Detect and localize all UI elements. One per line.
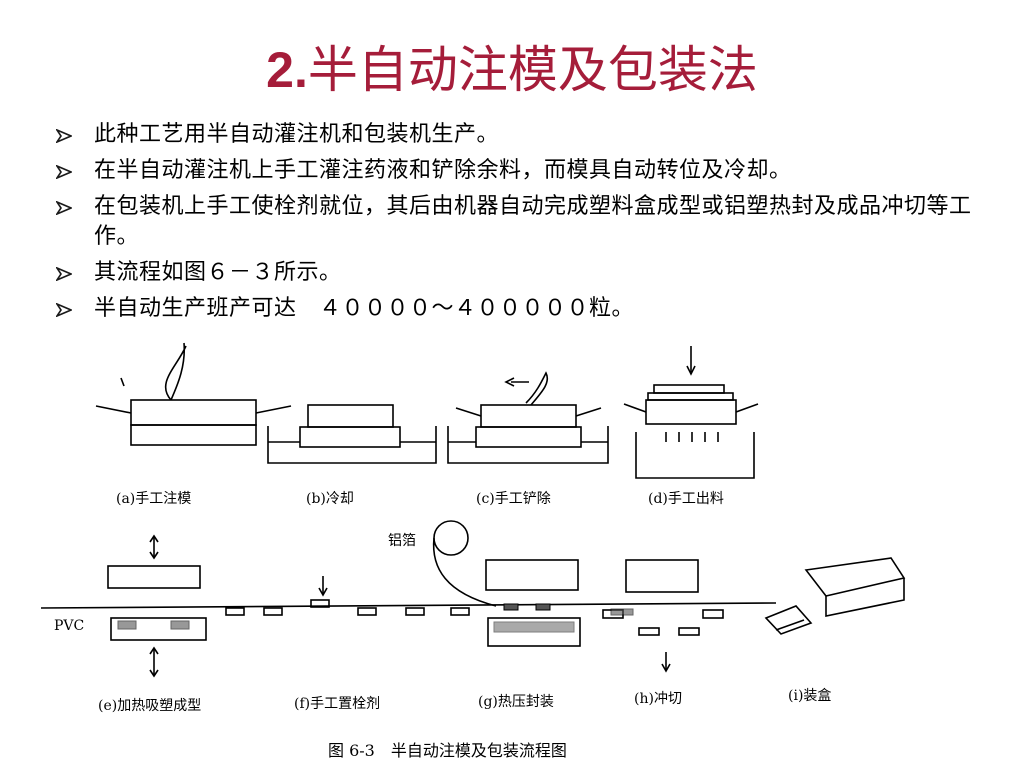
label-f: (f)手工置栓剂 bbox=[294, 696, 380, 712]
blister-cavities bbox=[225, 576, 470, 616]
foil-roll bbox=[432, 520, 497, 607]
diagram-d-unloading bbox=[623, 346, 759, 479]
bullet-arrow-icon bbox=[56, 267, 72, 281]
diagram-e-thermoforming bbox=[107, 534, 207, 678]
bullet-list: 此种工艺用半自动灌注机和包装机生产。 在半自动灌注机上手工灌注药液和铲除余料，而… bbox=[56, 120, 996, 330]
bullet-item: 在包装机上手工使栓剂就位，其后由机器自动完成塑料盒成型或铝塑热封及成品冲切等工作… bbox=[56, 192, 996, 252]
diagram-c-scraping bbox=[447, 371, 609, 464]
bullet-item: 此种工艺用半自动灌注机和包装机生产。 bbox=[56, 120, 996, 150]
bullet-text: 半自动生产班产可达 ４００００～４０００００粒。 bbox=[94, 296, 635, 321]
bullet-arrow-icon bbox=[56, 303, 72, 317]
label-e: (e)加热吸塑成型 bbox=[98, 698, 201, 714]
bullet-text: 在半自动灌注机上手工灌注药液和铲除余料，而模具自动转位及冷却。 bbox=[94, 158, 792, 183]
label-a: (a)手工注模 bbox=[116, 491, 191, 507]
label-pvc: PVC bbox=[54, 618, 84, 634]
conveyor-line bbox=[40, 602, 777, 609]
diagram-b-cooling bbox=[267, 404, 437, 464]
bullet-arrow-icon bbox=[56, 165, 72, 179]
bullet-text: 此种工艺用半自动灌注机和包装机生产。 bbox=[94, 122, 500, 147]
label-h: (h)冲切 bbox=[634, 691, 682, 707]
label-i: (i)装盒 bbox=[788, 687, 831, 704]
bullet-arrow-icon bbox=[56, 129, 72, 143]
process-flow-figure: (a)手工注模 (b)冷却 (c)手工铲除 (d)手工出料 铝箔 PVC (e)… bbox=[40, 342, 906, 760]
diagram-a-manual-filling bbox=[95, 342, 292, 446]
title-number: 2. bbox=[266, 42, 308, 98]
diagram-i-boxing bbox=[764, 557, 906, 635]
figure-caption: 图 6-3 半自动注模及包装流程图 bbox=[328, 741, 567, 760]
bullet-item: 其流程如图６－３所示。 bbox=[56, 258, 996, 288]
bullet-item: 在半自动灌注机上手工灌注药液和铲除余料，而模具自动转位及冷却。 bbox=[56, 156, 996, 186]
bullet-text: 其流程如图６－３所示。 bbox=[94, 260, 342, 285]
label-d: (d)手工出料 bbox=[648, 491, 724, 507]
label-b: (b)冷却 bbox=[306, 491, 354, 507]
bullet-item: 半自动生产班产可达 ４００００～４０００００粒。 bbox=[56, 294, 996, 324]
diagram-g-heat-sealing bbox=[485, 559, 581, 647]
label-c: (c)手工铲除 bbox=[476, 491, 551, 507]
label-foil: 铝箔 bbox=[388, 533, 416, 549]
bullet-text: 在包装机上手工使栓剂就位，其后由机器自动完成塑料盒成型或铝塑热封及成品冲切等工作… bbox=[94, 194, 972, 249]
label-g: (g)热压封装 bbox=[478, 694, 554, 710]
bullet-arrow-icon bbox=[56, 201, 72, 215]
slide-title: 2.半自动注模及包装法 bbox=[0, 38, 1024, 102]
title-text: 半自动注模及包装法 bbox=[307, 41, 758, 99]
